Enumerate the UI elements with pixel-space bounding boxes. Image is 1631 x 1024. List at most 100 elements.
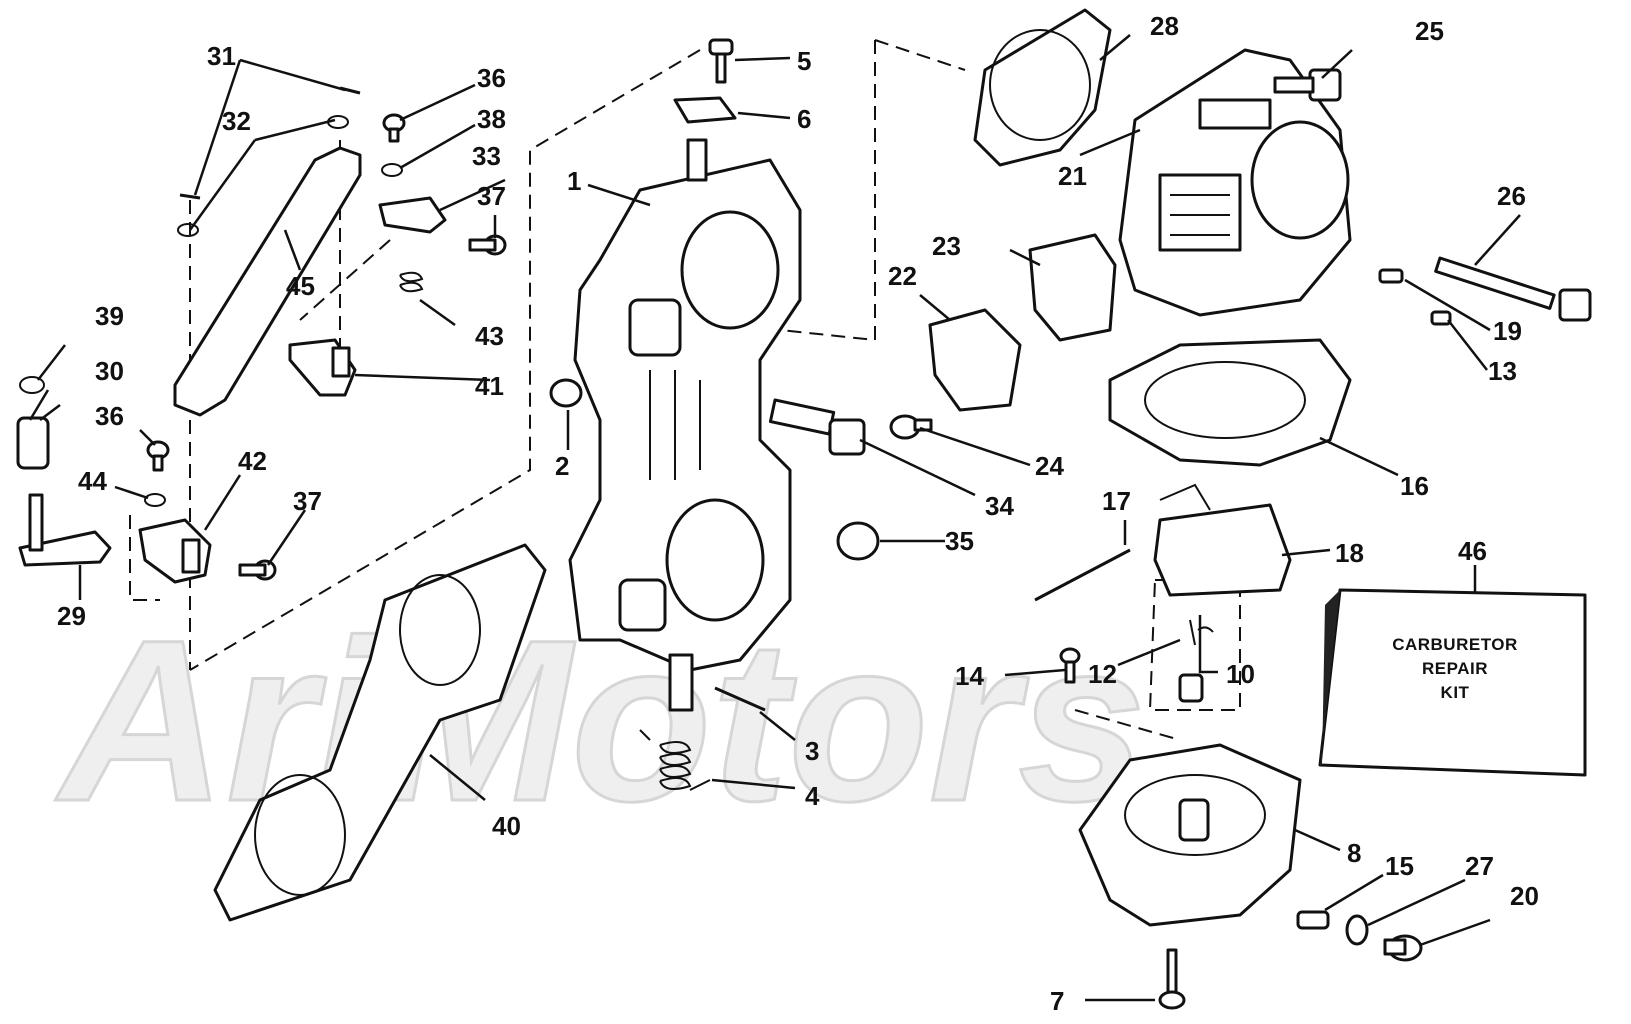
callout-17: 17	[1102, 486, 1131, 516]
kit-label-line-1: CARBURETOR	[1392, 635, 1518, 654]
callout-38: 38	[477, 104, 506, 134]
callout-23: 23	[932, 231, 961, 261]
part-37-screw-upper	[468, 234, 507, 256]
callout-5: 5	[797, 46, 811, 76]
callout-7: 7	[1050, 986, 1064, 1016]
part-17-pin	[1034, 548, 1131, 602]
callout-16: 16	[1400, 471, 1429, 501]
part-28-gasket	[973, 8, 1112, 167]
callout-32: 32	[222, 106, 251, 136]
callout-35: 35	[945, 526, 974, 556]
callout-46: 46	[1458, 536, 1487, 566]
part-20-screw	[1383, 934, 1423, 962]
callout-43: 43	[475, 321, 504, 351]
part-44-washer	[144, 493, 166, 507]
part-35-nut	[836, 521, 880, 561]
part-33-lever	[378, 196, 447, 234]
callout-13: 13	[1488, 356, 1517, 386]
part-15-plug	[1296, 910, 1330, 930]
callout-40: 40	[492, 811, 521, 841]
callout-14: 14	[955, 661, 984, 691]
part-24-screw	[889, 414, 933, 440]
callout-1: 1	[567, 166, 581, 196]
callout-labels: 1 2 3 4 5 6 7 8 10 12 13 14 15 16 17 18 …	[57, 11, 1539, 1016]
part-29-lever	[18, 493, 112, 567]
part-26-long-bolt	[1434, 256, 1592, 322]
callout-41: 41	[475, 371, 504, 401]
callout-8: 8	[1347, 838, 1361, 868]
part-30-spacer	[16, 416, 50, 470]
part-43-spring	[399, 271, 424, 293]
part-31-pin-lower	[179, 193, 201, 200]
part-10-seat	[1178, 673, 1204, 703]
callout-37-lower: 37	[293, 486, 322, 516]
callout-25: 25	[1415, 16, 1444, 46]
callout-28: 28	[1150, 11, 1179, 41]
part-36-screw-upper	[382, 113, 406, 143]
part-12-needle	[1189, 619, 1214, 646]
part-41-bracket	[288, 338, 357, 397]
part-34-bolt	[768, 398, 866, 456]
callout-36-lower: 36	[95, 401, 124, 431]
part-38-washer	[381, 163, 403, 177]
kit-label-line-3: KIT	[1441, 683, 1470, 702]
part-21-throttle-body	[1118, 48, 1352, 317]
part-32-washer-lower	[177, 223, 199, 237]
callout-26: 26	[1497, 181, 1526, 211]
part-3-pin	[714, 686, 766, 712]
part-22-plate	[928, 308, 1022, 412]
callout-33: 33	[472, 141, 501, 171]
part-19-screw	[1378, 268, 1404, 284]
callout-19: 19	[1493, 316, 1522, 346]
part-23-plate	[1028, 233, 1117, 342]
callout-4: 4	[805, 781, 820, 811]
callout-24: 24	[1035, 451, 1064, 481]
part-36-screw-lower	[146, 440, 170, 472]
part-42-bracket	[138, 518, 212, 584]
callout-21: 21	[1058, 161, 1087, 191]
part-40-gasket	[213, 543, 547, 922]
callout-12: 12	[1088, 659, 1117, 689]
part-4-spring	[639, 729, 711, 791]
part-39-washer	[19, 376, 45, 394]
part-8-float-bowl	[1078, 743, 1302, 927]
part-6-plate	[673, 96, 737, 124]
part-16-gasket	[1108, 338, 1352, 467]
callout-34: 34	[985, 491, 1014, 521]
callout-45: 45	[286, 271, 315, 301]
leader-lines	[28, 34, 1521, 1002]
part-5-screw	[708, 38, 734, 84]
part-28-gasket-opening	[989, 29, 1091, 141]
callout-30: 30	[95, 356, 124, 386]
callout-39: 39	[95, 301, 124, 331]
callout-6: 6	[797, 104, 811, 134]
part-46-repair-kit-box: CARBURETOR REPAIR KIT	[1318, 588, 1587, 777]
part-45-link-arm	[173, 146, 362, 417]
callout-44: 44	[78, 466, 107, 496]
part-2-cap	[549, 378, 583, 408]
callout-20: 20	[1510, 881, 1539, 911]
callout-31: 31	[207, 41, 236, 71]
callout-15: 15	[1385, 851, 1414, 881]
callout-2: 2	[555, 451, 569, 481]
callout-10: 10	[1226, 659, 1255, 689]
part-18-float	[1153, 483, 1292, 597]
callout-37-upper: 37	[477, 181, 506, 211]
callout-29: 29	[57, 601, 86, 631]
callout-42: 42	[238, 446, 267, 476]
part-13-plug	[1430, 310, 1452, 326]
callout-3: 3	[805, 736, 819, 766]
callout-27: 27	[1465, 851, 1494, 881]
part-37-screw-lower	[238, 559, 277, 581]
part-27-oring	[1345, 914, 1369, 946]
callout-22: 22	[888, 261, 917, 291]
part-25-bolt	[1273, 68, 1342, 102]
callout-36-upper: 36	[477, 63, 506, 93]
part-14-screw	[1059, 647, 1081, 684]
kit-label-line-2: REPAIR	[1422, 659, 1488, 678]
callout-18: 18	[1335, 538, 1364, 568]
part-1-carburetor-body	[568, 138, 802, 712]
part-7-screw	[1158, 948, 1186, 1010]
